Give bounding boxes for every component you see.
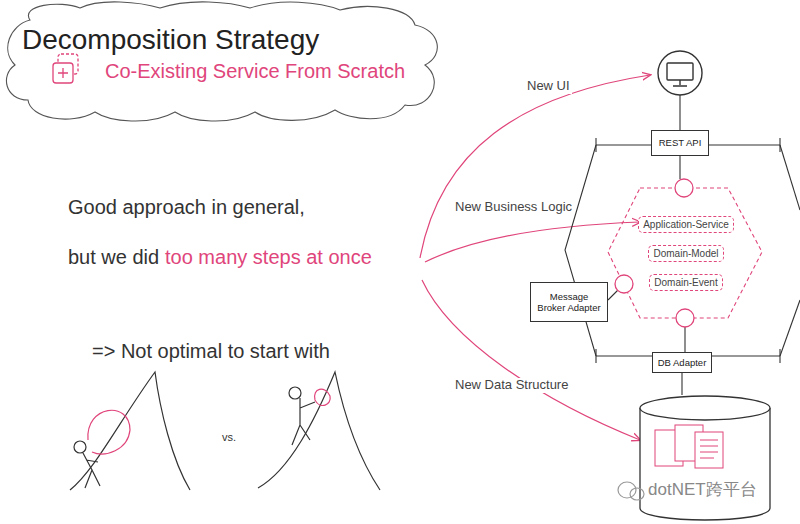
box-label: Domain-Event	[654, 277, 717, 288]
subtitle-text: Co-Existing Service From Scratch	[105, 60, 405, 83]
box-label: DB Adapter	[658, 357, 707, 368]
box-label: Message Broker Adapter	[536, 291, 602, 314]
domain-box: Application-Service	[638, 216, 734, 233]
monitor-icon	[658, 51, 702, 95]
note-text: => Not optimal to start with	[92, 340, 330, 363]
title-text: Decomposition Strategy	[22, 24, 319, 56]
add-icon	[53, 54, 78, 83]
box-label: REST API	[659, 137, 702, 148]
database-cylinder	[640, 396, 770, 520]
adapter-box: DB Adapter	[652, 352, 712, 373]
domain-box: Domain-Model	[648, 245, 724, 262]
leader-arrows	[420, 75, 650, 440]
title-cloud: Decomposition StrategyCo-Existing Servic…	[0, 0, 450, 125]
adapter-box: REST API	[651, 130, 709, 156]
arrow-label: New Business Logic	[453, 200, 574, 215]
adapter-box: Message Broker Adapter	[530, 282, 608, 322]
arrow-label: New UI	[525, 79, 572, 94]
note-text: Good approach in general,	[68, 196, 305, 219]
note-text: too many steps at once	[165, 246, 372, 269]
watermark: dotNET跨平台	[648, 480, 757, 500]
hexagon-architecture	[565, 95, 800, 395]
boulder-figures	[70, 372, 380, 490]
arrow-label: New Data Structure	[453, 378, 570, 393]
box-label: Domain-Model	[653, 248, 718, 259]
box-label: Application-Service	[643, 219, 729, 230]
inner-hexagon	[608, 188, 762, 318]
cloud-outline	[6, 2, 437, 121]
note-text: but we did	[68, 246, 159, 269]
note-text: vs.	[222, 431, 236, 444]
watermark-icon	[618, 482, 644, 500]
domain-box: Domain-Event	[649, 274, 723, 291]
